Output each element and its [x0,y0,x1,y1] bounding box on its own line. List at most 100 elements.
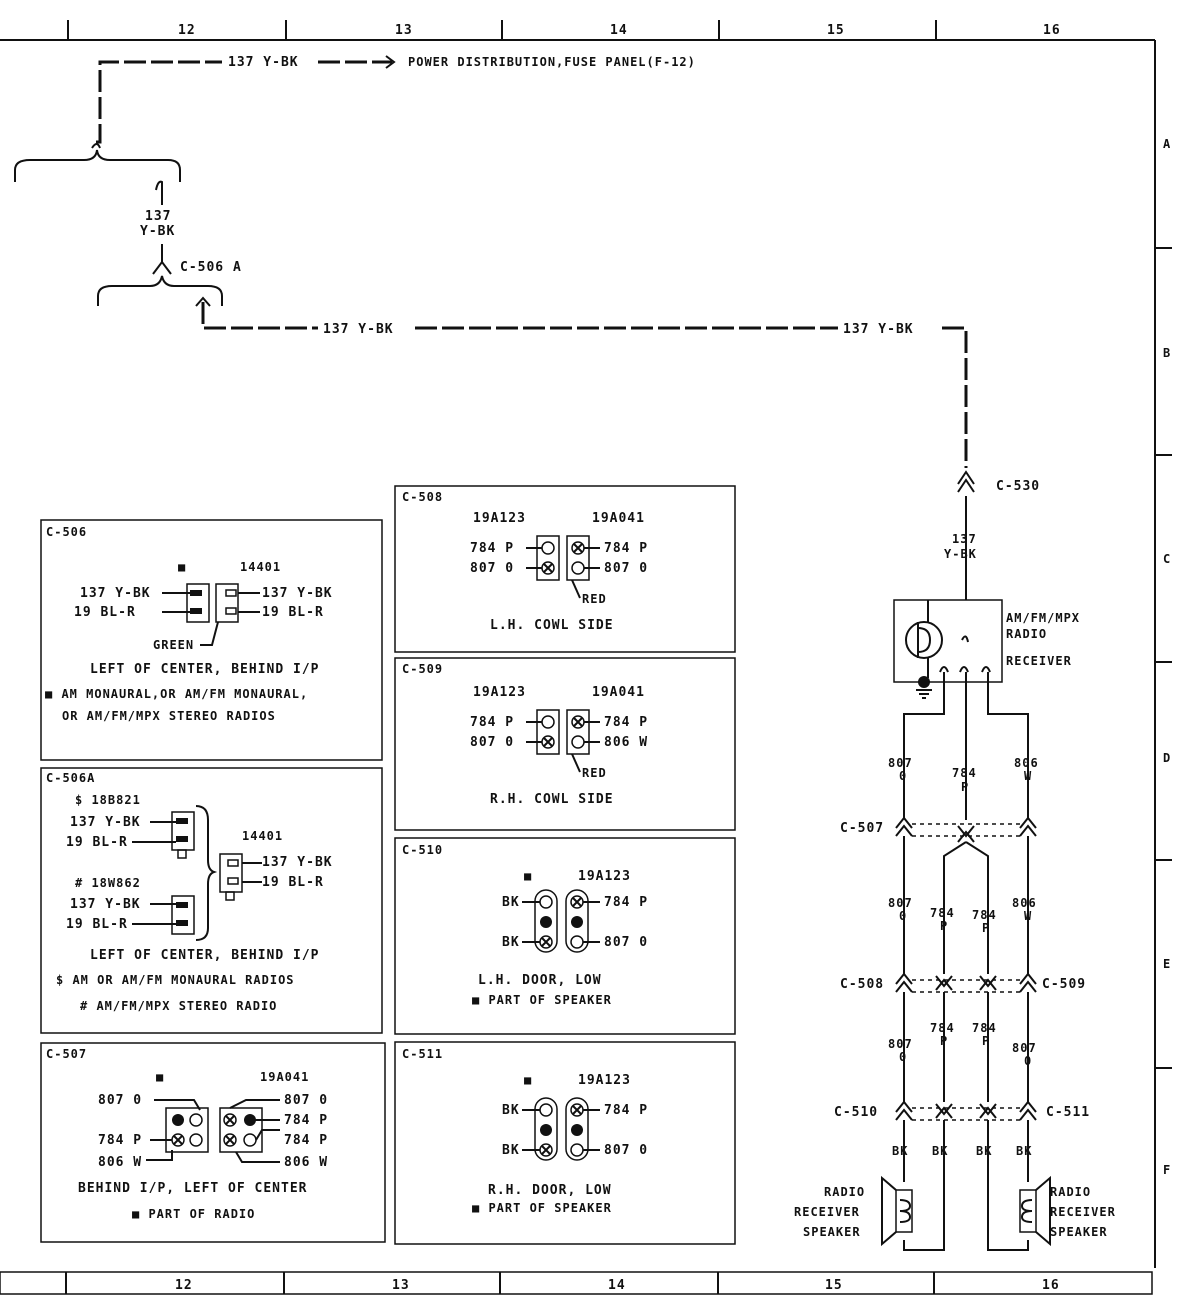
c509-red: RED [582,766,607,780]
c509-left-1: 784 P [470,715,514,730]
wire-807-color-4: 0 [1024,1054,1032,1068]
c510-location: L.H. DOOR, LOW [478,973,602,988]
c509-connector-drawing [526,709,600,773]
c511-title: C-511 [402,1047,443,1061]
c508-part-1: 19A123 [473,511,526,526]
c509-part-1: 19A123 [473,685,526,700]
c507-right-1: 807 0 [284,1093,328,1108]
c508-right-2: 807 0 [604,561,648,576]
grid-col-top-13: 13 [395,23,413,38]
connector-c506a-label: C-506 A [180,260,242,275]
c510-right-2: 807 0 [604,935,648,950]
grid-col-top-14: 14 [610,23,628,38]
radio-feed-num: 137 [952,532,977,546]
power-wire-num: 137 [145,209,171,224]
wire-bk-1: BK [892,1144,908,1158]
c506a-connector-drawing [132,805,262,941]
speaker-left-symbol [881,1175,913,1247]
c508-red: RED [582,592,607,606]
connector-c530-symbol [957,470,975,600]
c506a-part-1: $ 18B821 [75,793,141,807]
wire-784-color-1: P [961,780,969,794]
c510-panel [394,837,736,1035]
run-label-1: 137 Y-BK [323,322,394,337]
power-feed-wire [14,55,396,205]
c511-connector-drawing [522,1097,600,1161]
grid-col-bottom-16: 16 [1042,1278,1060,1293]
c507-location: BEHIND I/P, LEFT OF CENTER [78,1181,308,1196]
grid-row-c: C [1163,552,1171,566]
c507-right-4: 806 W [284,1155,328,1170]
radio-feed-color: Y-BK [944,547,977,561]
c511-right-2: 807 0 [604,1143,648,1158]
wire-784-num-4: 784 [930,1021,955,1035]
wire-bk-3: BK [976,1144,992,1158]
c508-part-2: 19A041 [592,511,645,526]
grid-frame [0,20,1172,1295]
c508-title: C-508 [402,490,443,504]
c507-note: ■ PART OF RADIO [132,1207,255,1221]
power-destination: POWER DISTRIBUTION,FUSE PANEL(F-12) [408,55,696,69]
c506a-part: 14401 [242,829,283,843]
c506-note-2: OR AM/FM/MPX STEREO RADIOS [62,709,276,723]
speaker-right-symbol [1019,1175,1051,1247]
c507-mark: ■ [156,1070,164,1084]
speaker-right-line-3: SPEAKER [1050,1225,1108,1239]
speaker-left-line-2: RECEIVER [794,1205,860,1219]
main-run-wire [195,296,968,468]
wire-807-num-4: 807 [1012,1041,1037,1055]
wire-bk-4: BK [1016,1144,1032,1158]
connector-c508-label: C-508 [840,977,884,992]
grid-row-f: F [1163,1163,1171,1177]
c509-title: C-509 [402,662,443,676]
grid-row-b: B [1163,346,1171,360]
grid-col-bottom-13: 13 [392,1278,410,1293]
c510-mark: ■ [524,869,532,883]
c506-connector-drawing [162,583,260,646]
c507-right-3: 784 P [284,1133,328,1148]
c507-left-2: 784 P [98,1133,142,1148]
speaker-right-line-1: RADIO [1050,1185,1091,1199]
c511-left-2: BK [502,1143,520,1158]
wire-784-num-1: 784 [952,766,977,780]
c506a-part-2: # 18W862 [75,876,141,890]
run-label-2: 137 Y-BK [843,322,914,337]
connector-c511-label: C-511 [1046,1105,1090,1120]
wire-807-num-3: 807 [888,1037,913,1051]
wire-784-num-3: 784 [972,908,997,922]
c506a-right-1: 137 Y-BK [262,855,333,870]
c507-title: C-507 [46,1047,87,1061]
connector-c510-label: C-510 [834,1105,878,1120]
c506-left-1: 137 Y-BK [80,586,151,601]
c511-right-1: 784 P [604,1103,648,1118]
wire-806-color-1: W [1024,769,1032,783]
c506a-left-3: 137 Y-BK [70,897,141,912]
wire-807-color-3: 0 [899,1050,907,1064]
wire-784-num-5: 784 [972,1021,997,1035]
c507-left-3: 806 W [98,1155,142,1170]
c510-right-1: 784 P [604,895,648,910]
speaker-left-line-1: RADIO [824,1185,865,1199]
c511-left-1: BK [502,1103,520,1118]
c506-right-1: 137 Y-BK [262,586,333,601]
c508-location: L.H. COWL SIDE [490,618,614,633]
receiver-line-3: RECEIVER [1006,654,1072,668]
grid-col-top-15: 15 [827,23,845,38]
wire-784-color-5: P [982,1034,990,1048]
c510-left-2: BK [502,935,520,950]
wire-807-num-1: 807 [888,756,913,770]
c506-note-1: ■ AM MONAURAL,OR AM/FM MONAURAL, [45,687,308,701]
c506a-right-2: 19 BL-R [262,875,324,890]
grid-row-a: A [1163,137,1171,151]
c506-title: C-506 [46,525,87,539]
c506a-left-4: 19 BL-R [66,917,128,932]
c506-mark: ■ [178,560,186,574]
speaker-left-line-3: SPEAKER [803,1225,861,1239]
c506a-title: C-506A [46,771,95,785]
c507-right-2: 784 P [284,1113,328,1128]
speaker-right-line-2: RECEIVER [1050,1205,1116,1219]
c508-left-1: 784 P [470,541,514,556]
grid-col-top-16: 16 [1043,23,1061,38]
c509-right-1: 784 P [604,715,648,730]
c506a-note-1: $ AM OR AM/FM MONAURAL RADIOS [56,973,295,987]
